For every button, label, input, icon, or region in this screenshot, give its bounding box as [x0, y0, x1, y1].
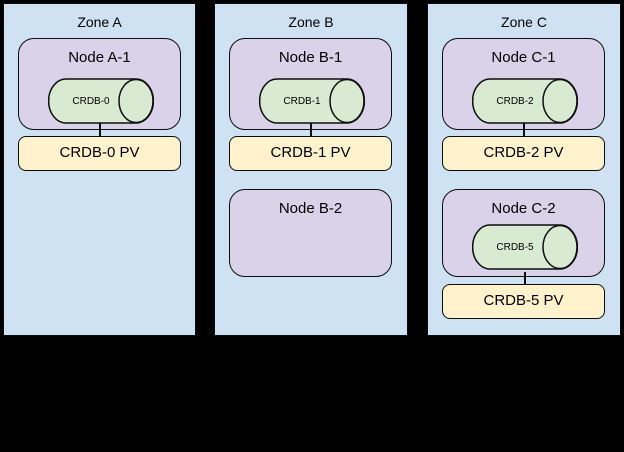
node-c2-label: Node C-2: [491, 200, 556, 217]
crdb-5-pv-box: CRDB-5 PV: [442, 284, 605, 319]
zone-a: Zone A Node A-1 CRDB-0 CRDB-0 PV: [3, 3, 196, 336]
crdb-2-pv-box: CRDB-2 PV: [442, 136, 605, 171]
crdb-1-pod-label: CRDB-1: [283, 95, 321, 107]
cylinder-shape: [47, 78, 155, 124]
crdb-2-pod-cylinder: CRDB-2: [471, 78, 579, 124]
crdb-5-pod-label: CRDB-5: [496, 241, 534, 253]
node-a1-label: Node A-1: [68, 49, 131, 66]
crdb-1-pod-cylinder: CRDB-1: [258, 78, 366, 124]
node-a1: Node A-1 CRDB-0: [18, 38, 181, 130]
connector-line: [310, 123, 312, 137]
node-b1: Node B-1 CRDB-1: [229, 38, 392, 130]
crdb-5-pod-cylinder: CRDB-5: [471, 224, 579, 270]
node-b1-label: Node B-1: [278, 49, 343, 66]
node-b2-label: Node B-2: [278, 200, 343, 217]
crdb-1-pv-box: CRDB-1 PV: [229, 136, 392, 171]
crdb-2-pod-label: CRDB-2: [496, 95, 534, 107]
cylinder-shape: [471, 224, 579, 270]
zone-c: Zone C Node C-1 CRDB-2 CRDB-2 PV Node C-…: [427, 3, 621, 336]
zone-c-label: Zone C: [501, 14, 547, 30]
crdb-0-pv-box: CRDB-0 PV: [18, 136, 181, 171]
crdb-0-pod-label: CRDB-0: [72, 95, 110, 107]
node-b2: Node B-2: [229, 189, 392, 277]
cylinder-shape: [471, 78, 579, 124]
zone-a-label: Zone A: [77, 14, 122, 30]
node-c2: Node C-2 CRDB-5: [442, 189, 605, 277]
crdb-0-pod-cylinder: CRDB-0: [47, 78, 155, 124]
zone-b: Zone B Node B-1 CRDB-1 CRDB-1 PV Node B-…: [214, 3, 408, 336]
connector-line: [523, 123, 525, 137]
node-c1-label: Node C-1: [491, 49, 556, 66]
connector-line: [99, 123, 101, 137]
connector-line: [524, 272, 526, 285]
zone-b-label: Zone B: [288, 14, 334, 30]
node-c1: Node C-1 CRDB-2: [442, 38, 605, 130]
cylinder-shape: [258, 78, 366, 124]
